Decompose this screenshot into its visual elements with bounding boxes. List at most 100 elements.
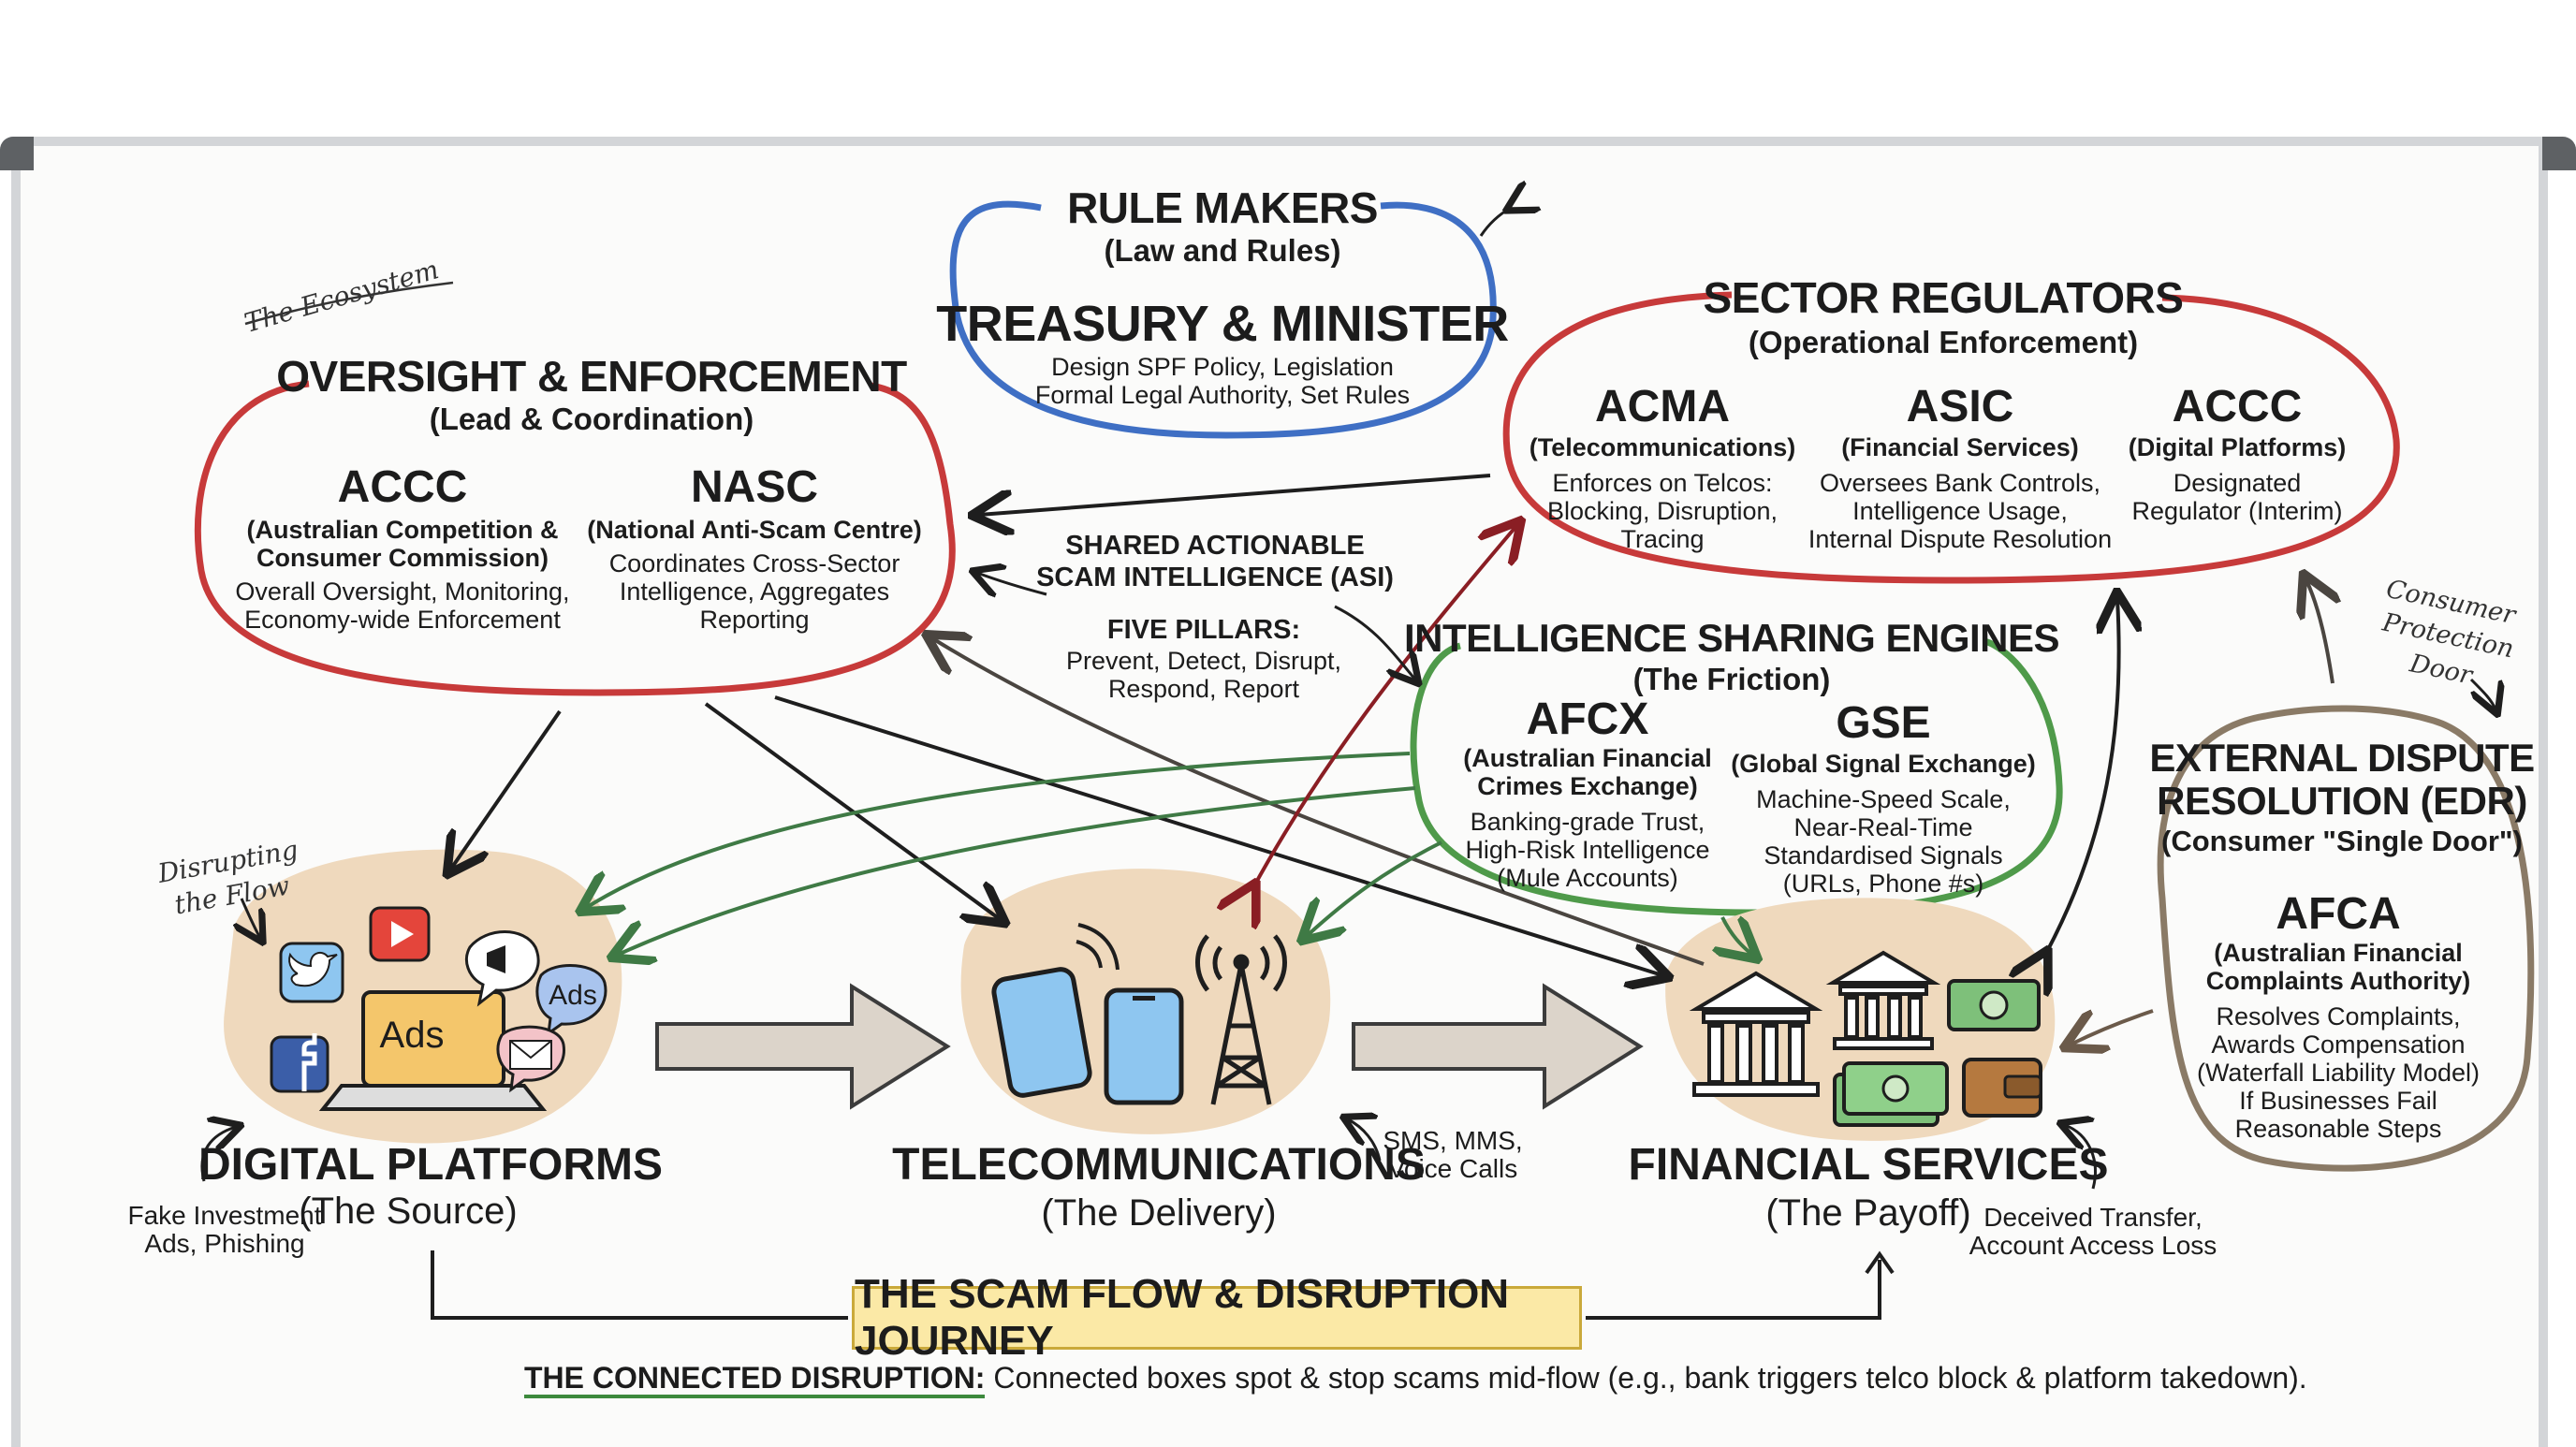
footer-text: Connected boxes spot & stop scams mid-fl… [985, 1361, 2307, 1395]
five-pillars-line-1: Prevent, Detect, Disrupt, [1065, 647, 1342, 675]
afca-full-1: (Australian Financial [2214, 939, 2463, 967]
asic-full: (Financial Services) [1841, 433, 2079, 461]
accc-line-2: Economy-wide Enforcement [244, 606, 561, 634]
footer-bold: THE CONNECTED DISRUPTION: [524, 1361, 986, 1398]
accc-full-2: Consumer Commission) [256, 544, 549, 572]
ads-bubble-label: Ads [549, 980, 597, 1011]
regulators-subtitle: (Operational Enforcement) [1748, 325, 2139, 359]
journey-bracket [431, 1250, 1881, 1320]
afca-line-4: If Businesses Fail [2239, 1087, 2437, 1115]
telecommunications-title: TELECOMMUNICATIONS [892, 1140, 1426, 1190]
regulators-outline [1502, 291, 2400, 584]
oversight-outline [194, 380, 956, 696]
flow-arrow-telecom-financial [1352, 983, 1644, 1110]
acma-abbr: ACMA [1595, 382, 1730, 431]
asic-line-1: Oversees Bank Controls, [1819, 469, 2101, 497]
arrow-disrupting-note [242, 898, 260, 938]
afca-line-3: (Waterfall Liability Model) [2196, 1059, 2481, 1087]
rule-makers-line-1: Design SPF Policy, Legislation [1051, 353, 1394, 381]
ecosystem-underline [244, 281, 454, 326]
mail-icon [496, 1025, 565, 1093]
telecom-note-2: Voice Calls [1387, 1154, 1518, 1183]
treasury-minister-title: TREASURY & MINISTER [936, 296, 1509, 352]
accc-regulator-line-2: Regulator (Interim) [2131, 497, 2343, 525]
arrow-telecom-note [1348, 1119, 1382, 1162]
arrow-consumer-note [2469, 678, 2496, 709]
digital-note-1: Fake Investment [127, 1201, 322, 1230]
rule-makers-title: RULE MAKERS [1067, 183, 1378, 232]
edr-subtitle: (Consumer "Single Door") [2161, 825, 2523, 857]
gse-line-3: Standardised Signals [1764, 841, 2003, 870]
accc-line-1: Overall Oversight, Monitoring, [235, 577, 570, 606]
arrow-telecom-regulators [1252, 526, 1516, 889]
laptop-icon [318, 990, 548, 1111]
arrow-regulators-to-oversight [979, 474, 1491, 515]
acma-line-3: Tracing [1620, 525, 1705, 553]
edr-title-1: EXTERNAL DISPUTE [2149, 736, 2535, 780]
rule-makers-line-2: Formal Legal Authority, Set Rules [1034, 381, 1411, 409]
oversight-subtitle: (Lead & Coordination) [429, 402, 754, 436]
arrow-oversight-to-digital [451, 709, 562, 869]
arrow-rule-makers-note [1479, 208, 1511, 237]
afcx-line-3: (Mule Accounts) [1497, 864, 1678, 892]
regulators-title: SECTOR REGULATORS [1703, 273, 2184, 322]
nasc-abbr: NASC [690, 462, 819, 512]
accc-full-1: (Australian Competition & [246, 516, 559, 544]
arrow-intel-to-telecom [1307, 840, 1442, 936]
wallet-icon [1962, 1058, 2042, 1118]
cash-stack-icon [1833, 1061, 1949, 1127]
afca-full-2: Complaints Authority) [2205, 967, 2471, 995]
footer-note: THE CONNECTED DISRUPTION: Connected boxe… [524, 1361, 2307, 1398]
nasc-line-2: Intelligence, Aggregates [619, 577, 890, 606]
asic-line-3: Internal Dispute Resolution [1808, 525, 2113, 553]
arrow-intel-to-financial [1722, 917, 1752, 955]
asi-line-2: SCAM INTELLIGENCE (ASI) [1036, 563, 1394, 592]
accc-regulator-full: (Digital Platforms) [2128, 433, 2347, 461]
banknote-icon [1947, 979, 2041, 1031]
arrow-edr-to-regulators [2306, 580, 2333, 684]
financial-services-subtitle: (The Payoff) [1765, 1192, 1971, 1234]
telecom-note-1: SMS, MMS, [1383, 1126, 1523, 1155]
afcx-full-1: (Australian Financial [1463, 744, 1712, 772]
board-corner-left [0, 137, 34, 170]
acma-line-2: Blocking, Disruption, [1546, 497, 1778, 525]
asic-line-2: Intelligence Usage, [1852, 497, 2068, 525]
afca-line-5: Reasonable Steps [2234, 1115, 2442, 1143]
twitter-icon [279, 942, 344, 1003]
megaphone-icon [465, 930, 540, 1007]
signal-waves-icon [1076, 923, 1120, 971]
arrow-digital-note [200, 1127, 236, 1182]
accc-regulator-abbr: ACCC [2172, 382, 2303, 431]
oversight-title: OVERSIGHT & ENFORCEMENT [276, 352, 907, 401]
digital-note-2: Ads, Phishing [144, 1229, 305, 1258]
youtube-icon [369, 906, 431, 962]
asi-line-1: SHARED ACTIONABLE [1065, 531, 1365, 561]
flow-arrow-digital-telecom [655, 983, 951, 1110]
edr-title-2: RESOLUTION (EDR) [2157, 779, 2527, 823]
afca-abbr: AFCA [2276, 889, 2401, 939]
gse-line-2: Near-Real-Time [1793, 813, 1973, 841]
bank-dollar-icon [1689, 971, 1823, 1097]
five-pillars-line-2: Respond, Report [1107, 675, 1300, 703]
laptop-ads-label: Ads [379, 1015, 445, 1056]
accc-abbr: ACCC [337, 462, 468, 512]
afca-line-1: Resolves Complaints, [2216, 1002, 2461, 1030]
intelligence-subtitle: (The Friction) [1632, 662, 1831, 696]
afcx-abbr: AFCX [1526, 694, 1649, 744]
financial-services-title: FINANCIAL SERVICES [1628, 1140, 2109, 1190]
financial-note-2: Account Access Loss [1969, 1231, 2217, 1260]
bank-building-icon [1825, 950, 1941, 1050]
arrow-edr-to-financial [2071, 1009, 2154, 1045]
smartphone-icon-left [991, 967, 1092, 1098]
accc-regulator-line-1: Designated [2173, 469, 2302, 497]
gse-full: (Global Signal Exchange) [1731, 750, 2036, 778]
financial-note-1: Deceived Transfer, [1983, 1203, 2203, 1232]
nasc-line-3: Reporting [699, 606, 810, 634]
afca-line-2: Awards Compensation [2211, 1030, 2466, 1059]
rule-makers-outline [949, 200, 1497, 439]
facebook-icon [270, 1033, 329, 1093]
intelligence-title: INTELLIGENCE SHARING ENGINES [1403, 616, 2060, 660]
afcx-full-2: Crimes Exchange) [1477, 772, 1698, 800]
board-corner-right [2542, 137, 2576, 170]
